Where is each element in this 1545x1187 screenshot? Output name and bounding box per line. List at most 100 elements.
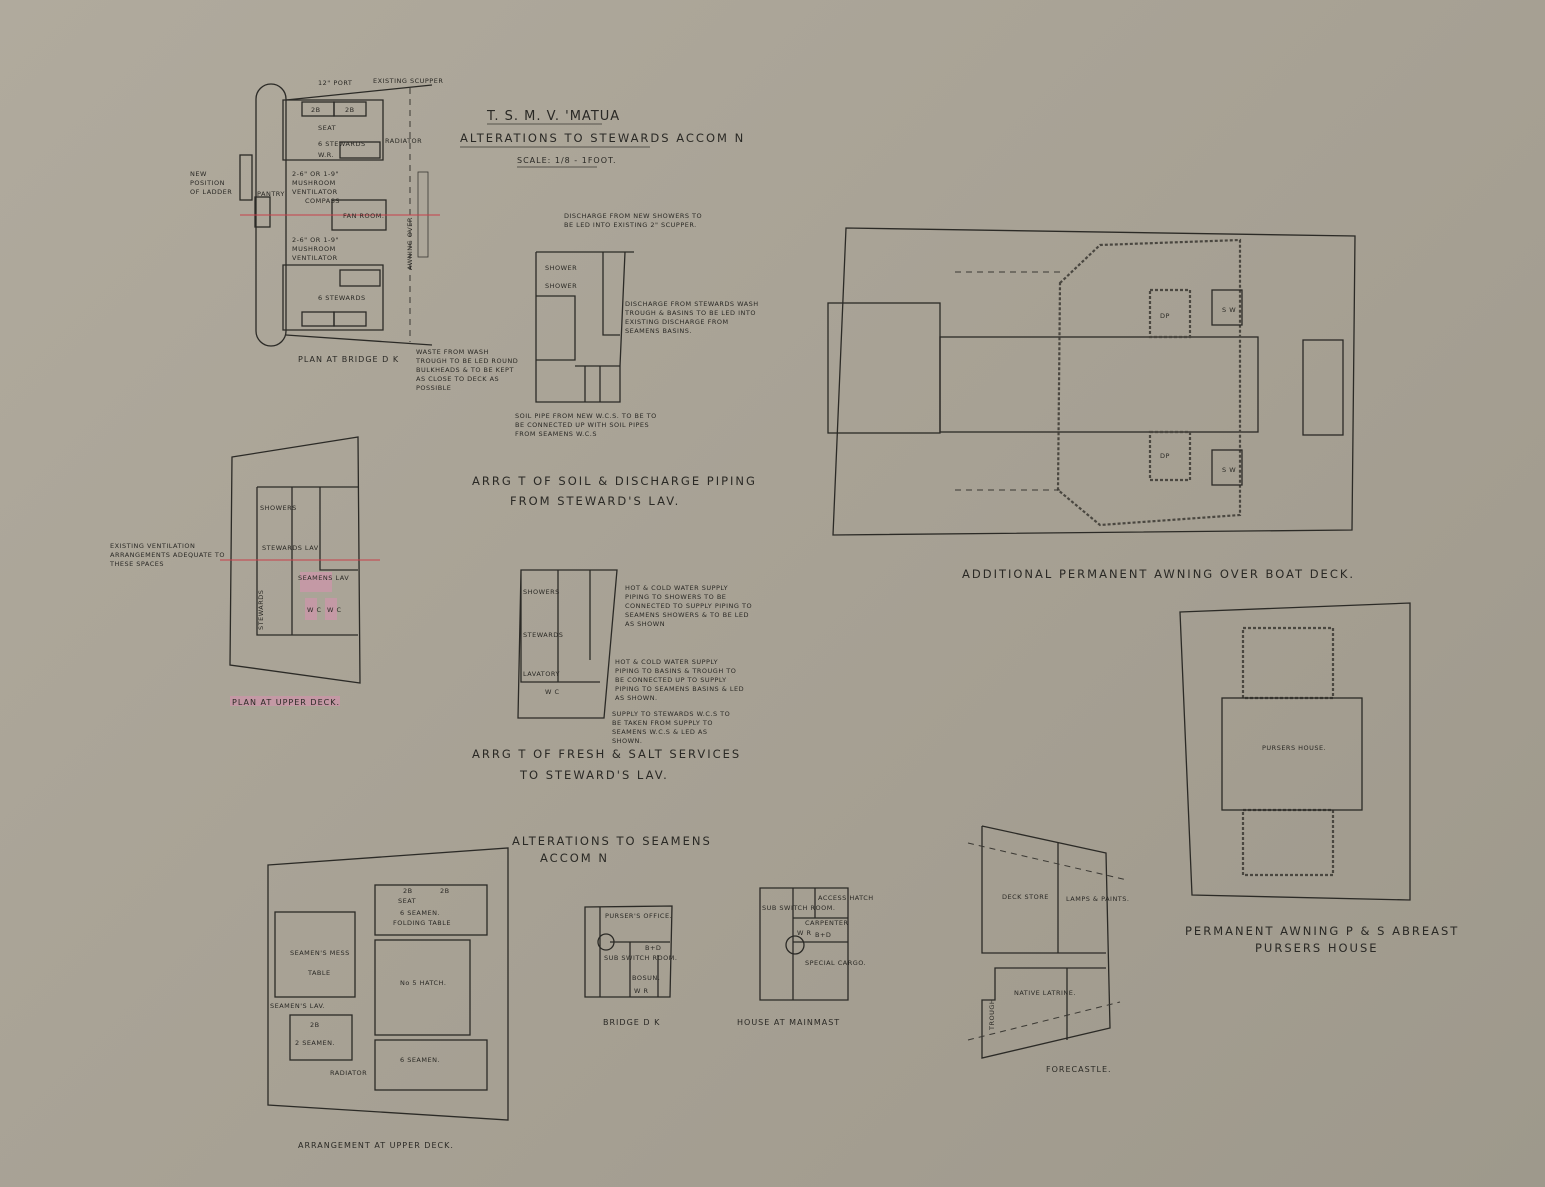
seamen-label: 6 SEAMEN. — [400, 1056, 440, 1064]
mess-label: SEAMEN'S MESS — [290, 949, 350, 957]
stewards-lav-label: STEWARDS LAV — [262, 544, 319, 552]
berth-label: 2B — [403, 887, 413, 895]
forecastle-title: FORECASTLE. — [1046, 1065, 1112, 1074]
hatch-label: No 5 HATCH. — [400, 979, 446, 987]
sub-switch-label: SUB SWITCH ROOM. — [604, 954, 677, 962]
wc-label: W C — [327, 606, 342, 614]
bd-label: B+D — [815, 931, 831, 939]
seamens-title-2: ACCOM N — [540, 851, 609, 865]
wr-label: W.R. — [318, 151, 334, 159]
ventilator-label: 2-6" OR 1-9" MUSHROOM VENTILATOR — [292, 170, 339, 196]
berth-label: 2B — [311, 106, 321, 114]
soil-piping-title: ARRG T OF SOIL & DISCHARGE PIPING — [472, 474, 757, 488]
wr-label: W R — [797, 929, 812, 937]
shower-label: SHOWER — [545, 282, 577, 290]
sw-label: S W — [1222, 466, 1236, 474]
services-note: HOT & COLD WATER SUPPLY PIPING TO SHOWER… — [625, 584, 753, 628]
pursers-house-plan: PURSERS HOUSE. PERMANENT AWNING P & S AB… — [1179, 602, 1459, 955]
soil-piping-title-2: FROM STEWARD'S LAV. — [510, 494, 680, 508]
stewards-label: STEWARDS — [257, 590, 265, 630]
upper-deck-plan-title: PLAN AT UPPER DECK. — [232, 698, 340, 707]
deck-store-label: DECK STORE — [1002, 893, 1049, 901]
services-note: SUPPLY TO STEWARDS W.C.S TO BE TAKEN FRO… — [612, 710, 731, 745]
bd-label: B+D — [645, 944, 661, 952]
piping-note: DISCHARGE FROM STEWARDS WASH TROUGH & BA… — [625, 300, 759, 335]
wc-label: W C — [545, 688, 560, 696]
seamens-title: ALTERATIONS TO SEAMENS — [512, 834, 712, 848]
carpenter-label: CARPENTER — [805, 919, 848, 927]
bridge-deck-small-title: BRIDGE D K — [603, 1018, 660, 1027]
seamen-label: 2 SEAMEN. — [295, 1039, 335, 1047]
seat-label: SEAT — [398, 897, 416, 905]
piping-note: SOIL PIPE FROM NEW W.C.S. TO BE TO BE CO… — [515, 412, 657, 438]
berth-label: 2B — [345, 106, 355, 114]
boat-deck-title: ADDITIONAL PERMANENT AWNING OVER BOAT DE… — [962, 567, 1355, 581]
sw-label: S W — [1222, 306, 1236, 314]
showers-label: SHOWERS — [260, 504, 297, 512]
fresh-salt-title-2: TO STEWARD'S LAV. — [519, 768, 669, 782]
bridge-plan-title: PLAN AT BRIDGE D K — [298, 355, 399, 364]
fresh-salt-diagram: SHOWERS STEWARDS LAVATORY W C ARRG T OF … — [472, 569, 741, 782]
bridge-deck-plan: EXISTING SCUPPER 12" PORT 2B 2B SEAT 6 S… — [239, 77, 443, 364]
shower-label: SHOWER — [545, 264, 577, 272]
seat-label: SEAT — [318, 124, 336, 132]
lav-label: SEAMEN'S LAV. — [270, 1002, 325, 1010]
fresh-salt-title: ARRG T OF FRESH & SALT SERVICES — [472, 747, 741, 761]
stewards-label: 6 STEWARDS — [318, 294, 366, 302]
ventilator-label: 2-6" OR 1-9" MUSHROOM VENTILATOR — [292, 236, 339, 262]
berth-label: 2B — [310, 1021, 320, 1029]
pursers-title: PERMANENT AWNING P & S ABREAST — [1185, 924, 1459, 938]
trough-label: TROUGH — [988, 999, 996, 1031]
wc-label: W C — [307, 606, 322, 614]
stewards-label: STEWARDS — [523, 631, 563, 639]
seamen-label: 6 SEAMEN. — [400, 909, 440, 917]
scupper-label: EXISTING SCUPPER — [373, 77, 443, 85]
awning-label: AWNING OVER — [406, 217, 414, 270]
bosun-label: BOSUN. — [632, 974, 660, 982]
ventilation-note: EXISTING VENTILATION ARRANGEMENTS ADEQUA… — [110, 542, 226, 568]
piping-note: WASTE FROM WASH TROUGH TO BE LED ROUND B… — [416, 348, 519, 392]
pursers-title-2: PURSERS HOUSE — [1255, 941, 1379, 955]
scale-label: SCALE: 1/8 - 1FOOT. — [517, 156, 617, 165]
seamens-lav-label: SEAMENS LAV — [298, 574, 349, 582]
wr-label: W R — [634, 987, 649, 995]
piping-note: DISCHARGE FROM NEW SHOWERS TO BE LED INT… — [564, 212, 703, 229]
ship-title: T. S. M. V. 'MATUA — [486, 109, 620, 124]
access-hatch-label: ACCESS HATCH — [818, 894, 874, 902]
showers-label: SHOWERS — [523, 588, 560, 596]
pursers-house-label: PURSERS HOUSE. — [1262, 744, 1326, 752]
compass-label: COMPASS — [305, 197, 340, 205]
stewards-label: 6 STEWARDS — [318, 140, 366, 148]
berth-label: 2B — [440, 887, 450, 895]
ladder-note: NEW POSITION OF LADDER — [190, 170, 233, 196]
folding-table-label: FOLDING TABLE — [393, 919, 451, 927]
house-mainmast-title: HOUSE AT MAINMAST — [737, 1018, 840, 1027]
upper-deck-plan: SHOWERS STEWARDS LAV SEAMENS LAV W C W C… — [220, 436, 380, 707]
radiator-label: RADIATOR — [385, 137, 422, 145]
upper-deck-arrangement-title: ARRANGEMENT AT UPPER DECK. — [298, 1141, 454, 1150]
upper-deck-arrangement-plan: No 5 HATCH. 6 SEAMEN. 6 SEAMEN. 2 SEAMEN… — [267, 847, 509, 1150]
fan-room-label: FAN ROOM. — [343, 212, 384, 220]
pantry-label: PANTRY — [257, 190, 285, 198]
port-label: 12" PORT — [318, 79, 352, 87]
soil-piping-diagram: SHOWER SHOWER ARRG T OF SOIL & DISCHARGE… — [472, 251, 757, 508]
special-cargo-label: SPECIAL CARGO. — [805, 959, 866, 967]
forecastle-plan: DECK STORE LAMPS & PAINTS. NATIVE LATRIN… — [967, 825, 1129, 1074]
title-block: T. S. M. V. 'MATUA ALTERATIONS TO STEWAR… — [460, 109, 745, 168]
dp-label: DP — [1160, 312, 1170, 320]
latrine-label: NATIVE LATRINE. — [1014, 989, 1076, 997]
sub-switch-label: SUB SWITCH ROOM. — [762, 904, 835, 912]
lamps-label: LAMPS & PAINTS. — [1066, 895, 1129, 903]
radiator-label: RADIATOR — [330, 1069, 367, 1077]
boat-deck-awning-plan: S W S W DP DP ADDITIONAL PERMANENT AWNIN… — [827, 227, 1356, 581]
table-label: TABLE — [307, 969, 331, 977]
drawing-subtitle: ALTERATIONS TO STEWARDS ACCOM N — [460, 131, 745, 145]
bridge-deck-small-plan: PURSER'S OFFICE. SUB SWITCH ROOM. B+D BO… — [584, 905, 677, 1027]
house-mainmast-plan: SUB SWITCH ROOM. ACCESS HATCH CARPENTER … — [737, 887, 874, 1027]
dp-label: DP — [1160, 452, 1170, 460]
pursers-office-label: PURSER'S OFFICE. — [605, 912, 672, 920]
services-note: HOT & COLD WATER SUPPLY PIPING TO BASINS… — [615, 658, 745, 702]
lavatory-label: LAVATORY — [523, 670, 560, 678]
